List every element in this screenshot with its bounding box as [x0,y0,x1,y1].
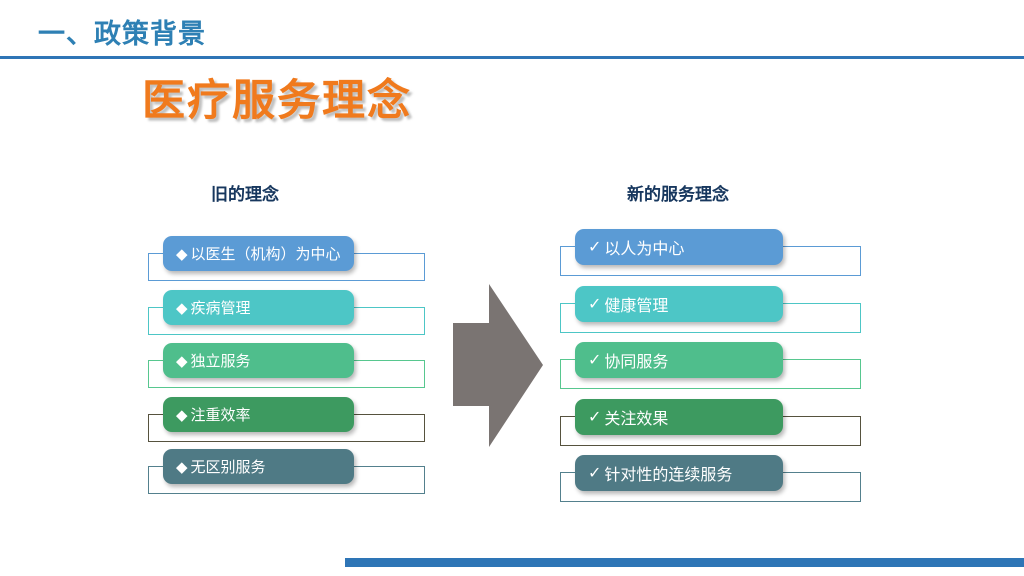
concept-box: ✓以人为中心 [575,229,783,265]
footer-bar [345,558,1024,567]
diamond-bullet-icon: ◆ [176,458,188,476]
check-bullet-icon: ✓ [588,409,602,426]
diamond-bullet-icon: ◆ [176,352,188,370]
diamond-bullet-icon: ◆ [176,245,188,263]
concept-label: 关注效果 [604,411,669,428]
concept-label: 无区别服务 [190,459,266,476]
concept-box: ✓关注效果 [575,399,783,435]
concept-label: 独立服务 [190,353,251,370]
transform-arrow-icon [453,284,543,447]
concept-label: 注重效率 [190,407,251,424]
concept-label: 以人为中心 [604,241,685,258]
arrow-shape [453,284,543,447]
diamond-bullet-icon: ◆ [176,299,188,317]
concept-box: ✓健康管理 [575,286,783,322]
concept-label: 疾病管理 [190,300,251,317]
check-bullet-icon: ✓ [588,352,602,369]
concept-box: ✓针对性的连续服务 [575,455,783,491]
concept-box: ◆以医生（机构）为中心 [163,236,354,271]
check-bullet-icon: ✓ [588,465,602,482]
concept-box: ◆注重效率 [163,397,354,432]
concept-box: ✓协同服务 [575,342,783,378]
concept-label: 以医生（机构）为中心 [190,246,341,263]
section-title: 一、政策背景 [38,19,206,49]
concept-label: 健康管理 [604,298,669,315]
slide-title: 医疗服务理念 [142,77,412,125]
concept-label: 协同服务 [604,354,669,371]
concept-label: 针对性的连续服务 [604,467,733,484]
concept-box: ◆独立服务 [163,343,354,378]
check-bullet-icon: ✓ [588,239,602,256]
new-concept-heading: 新的服务理念 [627,185,729,204]
check-bullet-icon: ✓ [588,296,602,313]
diamond-bullet-icon: ◆ [176,406,188,424]
old-concept-heading: 旧的理念 [211,185,279,204]
header-underline [0,56,1024,59]
concept-box: ◆无区别服务 [163,449,354,484]
concept-box: ◆疾病管理 [163,290,354,325]
